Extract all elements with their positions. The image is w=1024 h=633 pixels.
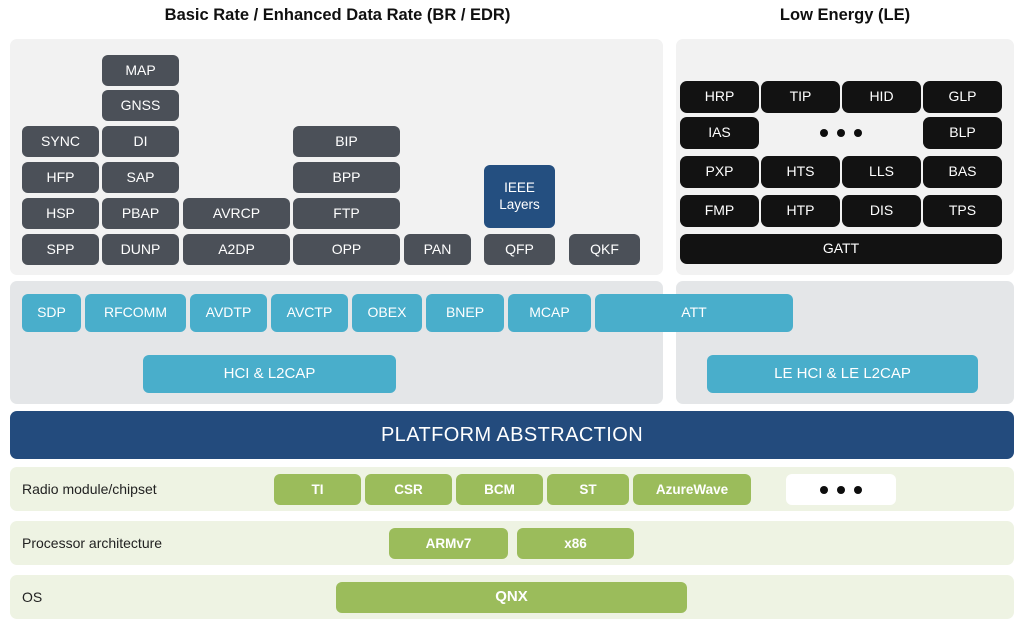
profile-block-qfp[interactable]: QFP [484, 234, 555, 265]
hci-l2cap-bredr[interactable]: HCI & L2CAP [143, 355, 396, 393]
profile-block-opp[interactable]: OPP [293, 234, 400, 265]
processor-x86[interactable]: x86 [517, 528, 634, 559]
processor-armv7[interactable]: ARMv7 [389, 528, 508, 559]
label-radio-module: Radio module/chipset [22, 481, 157, 497]
le-profile-pxp[interactable]: PXP [680, 156, 759, 188]
profile-block-pan[interactable]: PAN [404, 234, 471, 265]
le-profile-tps[interactable]: TPS [923, 195, 1002, 227]
column-title-bredr: Basic Rate / Enhanced Data Rate (BR / ED… [164, 6, 511, 24]
le-profile-dis[interactable]: DIS [842, 195, 921, 227]
profile-block-bpp[interactable]: BPP [293, 162, 400, 193]
protocol-avctp[interactable]: AVCTP [271, 294, 348, 332]
protocol-att[interactable]: ATT [595, 294, 793, 332]
protocol-bnep[interactable]: BNEP [426, 294, 504, 332]
le-profile-htp[interactable]: HTP [761, 195, 840, 227]
profile-block-sync[interactable]: SYNC [22, 126, 99, 157]
radio-chip-csr[interactable]: CSR [365, 474, 452, 505]
le-profile-hid[interactable]: HID [842, 81, 921, 113]
radio-chip-ti[interactable]: TI [274, 474, 361, 505]
profile-block-hfp[interactable]: HFP [22, 162, 99, 193]
profile-block-spp[interactable]: SPP [22, 234, 99, 265]
le-profile-tip[interactable]: TIP [761, 81, 840, 113]
profile-block-gnss[interactable]: GNSS [102, 90, 179, 121]
platform-abstraction-bar[interactable]: PLATFORM ABSTRACTION [10, 411, 1014, 459]
le-profile-lls[interactable]: LLS [842, 156, 921, 188]
profile-block-dunp[interactable]: DUNP [102, 234, 179, 265]
le-profile-glp[interactable]: GLP [923, 81, 1002, 113]
le-profile-fmp[interactable]: FMP [680, 195, 759, 227]
profile-block-di[interactable]: DI [102, 126, 179, 157]
protocol-rfcomm[interactable]: RFCOMM [85, 294, 186, 332]
protocol-avdtp[interactable]: AVDTP [190, 294, 267, 332]
hci-l2cap-le[interactable]: LE HCI & LE L2CAP [707, 355, 978, 393]
protocol-obex[interactable]: OBEX [352, 294, 422, 332]
profile-block-map[interactable]: MAP [102, 55, 179, 86]
le-profile-blp[interactable]: BLP [923, 117, 1002, 149]
profile-block-a2dp[interactable]: A2DP [183, 234, 290, 265]
le-profile-bas[interactable]: BAS [923, 156, 1002, 188]
radio-chip-st[interactable]: ST [547, 474, 629, 505]
profile-block-ftp[interactable]: FTP [293, 198, 400, 229]
column-title-le: Low Energy (LE) [779, 6, 911, 24]
profile-block-qkf[interactable]: QKF [569, 234, 640, 265]
profile-block-bip[interactable]: BIP [293, 126, 400, 157]
label-processor-architecture: Processor architecture [22, 535, 163, 551]
label-os: OS [22, 589, 43, 605]
le-profile-hts[interactable]: HTS [761, 156, 840, 188]
protocol-sdp[interactable]: SDP [22, 294, 81, 332]
profile-block-sap[interactable]: SAP [102, 162, 179, 193]
profile-block-pbap[interactable]: PBAP [102, 198, 179, 229]
le-profile-gatt[interactable]: GATT [680, 234, 1002, 264]
radio-chip-azurewave[interactable]: AzureWave [633, 474, 751, 505]
radio-chip-bcm[interactable]: BCM [456, 474, 543, 505]
le-profile-ias[interactable]: IAS [680, 117, 759, 149]
profile-block-hsp[interactable]: HSP [22, 198, 99, 229]
protocol-mcap[interactable]: MCAP [508, 294, 591, 332]
le-profile-hrp[interactable]: HRP [680, 81, 759, 113]
os-qnx[interactable]: QNX [336, 582, 687, 613]
row-processor-architecture [10, 521, 1014, 565]
radio-chip-more[interactable] [786, 474, 896, 505]
profile-block-ieee-layers[interactable]: IEEE Layers [484, 165, 555, 228]
profile-block-avrcp[interactable]: AVRCP [183, 198, 290, 229]
le-profiles-ellipsis [761, 117, 921, 149]
